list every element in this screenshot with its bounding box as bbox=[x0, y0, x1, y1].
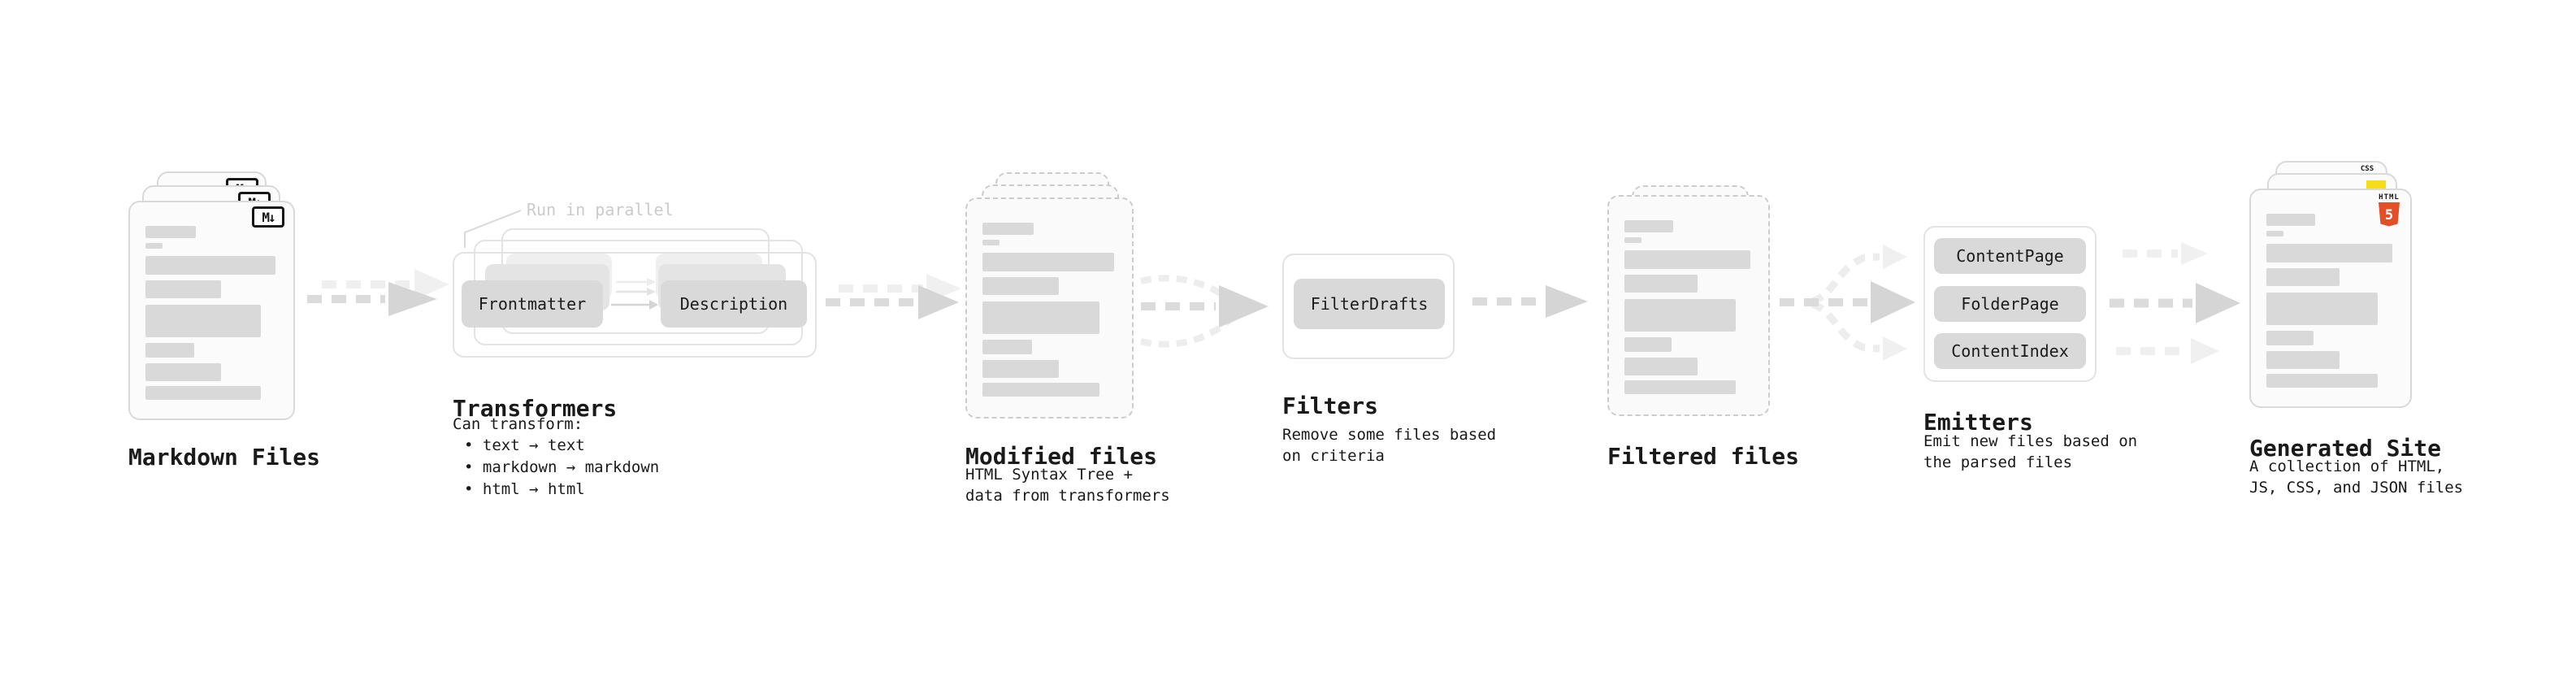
stage-title: Transformers bbox=[453, 395, 618, 423]
html5-icon: HTML 5 bbox=[2378, 194, 2400, 230]
stage-title: Filtered files bbox=[1607, 443, 1800, 471]
file-card-front bbox=[965, 197, 1134, 419]
doc-placeholder-lines bbox=[982, 223, 1117, 397]
desc-line: HTML Syntax Tree + bbox=[965, 466, 1133, 484]
arrow-emitters-to-generated bbox=[2110, 242, 2240, 364]
desc-line: on criteria bbox=[1282, 447, 1385, 465]
stage-filtered-files: Filtered files bbox=[1607, 185, 1932, 510]
desc-line: A collection of HTML, bbox=[2249, 458, 2445, 475]
stage-description: Can transform: • text → text • markdown … bbox=[453, 414, 659, 501]
css-icon-label: CSS bbox=[2360, 165, 2374, 173]
arrow-filtered-to-emitters bbox=[1780, 245, 1915, 361]
stage-transformers: Run in parallel Frontmatter Description … bbox=[453, 200, 826, 521]
stage-filters: FilterDrafts Filters Remove some files b… bbox=[1282, 254, 1542, 497]
folderpage-pill: FolderPage bbox=[1934, 286, 2086, 322]
doc-placeholder-lines bbox=[145, 226, 278, 400]
filterdrafts-pill: FilterDrafts bbox=[1294, 279, 1445, 329]
stage-description: HTML Syntax Tree + data from transformer… bbox=[965, 464, 1170, 506]
desc-line: data from transformers bbox=[965, 487, 1170, 505]
file-card-front bbox=[1607, 195, 1770, 416]
arrow-markdown-to-transformers bbox=[307, 269, 449, 316]
doc-placeholder-lines bbox=[2266, 214, 2395, 388]
desc-line: Emit new files based on bbox=[1923, 432, 2138, 450]
html5-shield: 5 bbox=[2379, 202, 2400, 227]
doc-placeholder-lines bbox=[1624, 220, 1753, 394]
frontmatter-pill: Frontmatter bbox=[462, 280, 603, 327]
stage-title: Modified files bbox=[965, 443, 1158, 471]
desc-line: JS, CSS, and JSON files bbox=[2249, 479, 2464, 497]
bullet-line: • markdown → markdown bbox=[464, 458, 660, 476]
markdown-icon: M↓ bbox=[252, 206, 284, 228]
contentindex-pill: ContentIndex bbox=[1934, 333, 2086, 369]
stage-description: Emit new files based on the parsed files bbox=[1923, 431, 2137, 473]
desc-line: Can transform: bbox=[453, 415, 583, 433]
html5-icon-label: HTML bbox=[2379, 193, 2400, 202]
arrow-filters-to-filtered bbox=[1472, 285, 1588, 318]
arrow-transformers-to-modified bbox=[826, 274, 961, 319]
desc-line: the parsed files bbox=[1923, 453, 2073, 471]
transformer-box-front bbox=[453, 252, 817, 358]
stage-description: Remove some files based on criteria bbox=[1282, 424, 1496, 466]
bullet-line: • text → text bbox=[464, 436, 585, 454]
stage-generated-site: CSS HTML 5 Generated Site A collection o… bbox=[2249, 161, 2576, 510]
stage-title: Filters bbox=[1282, 393, 1379, 420]
arrow-modified-to-filters bbox=[1140, 275, 1268, 348]
stage-title: Generated Site bbox=[2249, 435, 2442, 462]
description-pill: Description bbox=[661, 280, 807, 327]
annotation-leader-line bbox=[464, 210, 522, 248]
run-in-parallel-annotation: Run in parallel bbox=[527, 200, 674, 219]
bullet-line: • html → html bbox=[464, 480, 585, 498]
transformer-parallel-arrows bbox=[611, 278, 658, 310]
svg-text:5: 5 bbox=[2385, 207, 2393, 223]
stage-title: Emitters bbox=[1923, 409, 2033, 436]
contentpage-pill: ContentPage bbox=[1934, 238, 2086, 274]
desc-line: Remove some files based bbox=[1282, 426, 1497, 444]
stage-markdown-files: M↓ M↓ M↓ Markdown Files bbox=[128, 158, 470, 500]
stage-emitters: ContentPage FolderPage ContentIndex Emit… bbox=[1923, 226, 2192, 494]
stage-description: A collection of HTML, JS, CSS, and JSON … bbox=[2249, 456, 2463, 498]
file-card-front: M↓ bbox=[128, 201, 295, 420]
file-card-front-html: HTML 5 bbox=[2249, 189, 2412, 408]
stage-modified-files: Modified files HTML Syntax Tree + data f… bbox=[965, 172, 1307, 514]
stage-title: Markdown Files bbox=[128, 444, 321, 471]
